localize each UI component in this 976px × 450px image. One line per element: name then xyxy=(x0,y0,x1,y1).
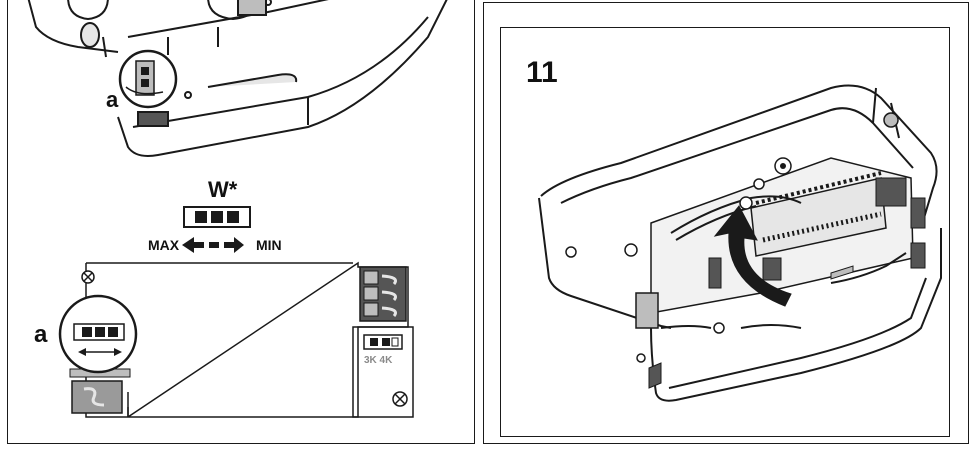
callout-label-bottom: a xyxy=(34,321,48,348)
double-arrow-icon xyxy=(182,237,244,253)
screw-icon-top-left xyxy=(81,270,95,284)
terminal-block-bottom-left xyxy=(69,368,131,414)
right-illustration xyxy=(538,84,942,402)
power-switch-diagram xyxy=(183,206,251,228)
cct-switch xyxy=(363,334,403,350)
curved-arrow-icon xyxy=(713,205,792,307)
screw-icon-bottom-right xyxy=(392,391,408,407)
driver-board xyxy=(85,261,414,418)
step-frame: 11 xyxy=(500,27,950,437)
callout-circle-top xyxy=(118,49,178,109)
fixture-housing-top xyxy=(27,0,448,157)
terminal-block-right xyxy=(359,266,407,322)
switch-min-label: MIN xyxy=(256,237,282,253)
right-instruction-panel: 11 xyxy=(483,2,969,444)
cct-label: 3K 4K xyxy=(364,355,393,366)
switch-max-label: MAX xyxy=(148,237,180,253)
inner-tray xyxy=(565,112,926,389)
step-number: 11 xyxy=(526,56,558,89)
switch-title: W* xyxy=(208,177,238,202)
callout-circle-bottom xyxy=(58,294,138,374)
left-illustration: a W* MAX MIN xyxy=(27,0,448,418)
left-instruction-panel: a W* MAX MIN xyxy=(7,0,475,444)
callout-label-top: a xyxy=(106,87,119,112)
